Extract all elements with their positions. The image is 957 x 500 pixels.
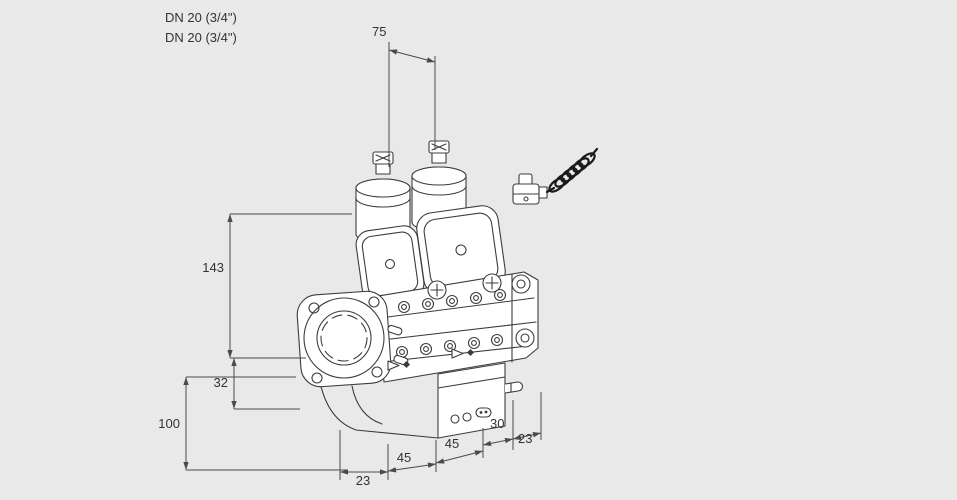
dim-label-45-left: 45	[397, 450, 411, 465]
dim-75	[388, 42, 436, 167]
flow-direction-marks	[387, 348, 475, 371]
dim-label-75: 75	[372, 24, 386, 39]
dim-bottom-23	[339, 430, 389, 480]
left-coil-stem	[375, 163, 391, 175]
valve-illustration	[296, 140, 599, 439]
label-dn-top: DN 20 (3/4")	[165, 10, 237, 25]
dim-30	[482, 400, 514, 450]
flange-bore	[316, 310, 372, 366]
dim-45-left	[387, 440, 437, 473]
dim-label-143: 143	[202, 260, 224, 275]
dim-label-23-right: 23	[518, 431, 532, 446]
coiled-cable	[545, 147, 599, 194]
dim-100	[183, 376, 348, 471]
dimension-lines	[183, 42, 542, 480]
dim-label-45-right: 45	[445, 436, 459, 451]
dim-label-23-bottom: 23	[356, 473, 370, 488]
label-dn-bottom: DN 20 (3/4")	[165, 30, 237, 45]
cable-plug-connector	[512, 173, 548, 205]
lower-body	[319, 381, 439, 439]
flange-bore-outer	[303, 297, 385, 379]
pressure-switch-block	[437, 362, 524, 439]
test-nipple	[504, 381, 524, 394]
inlet-flange	[296, 290, 392, 388]
dim-143	[227, 213, 352, 359]
dim-right-23	[512, 392, 542, 440]
dim-32	[231, 358, 300, 410]
flange-thread	[320, 314, 368, 362]
dim-label-30: 30	[490, 416, 504, 431]
body-bolts	[387, 273, 507, 366]
right-flange-port-top	[511, 274, 531, 294]
right-coil-stem	[431, 152, 447, 164]
dim-label-32: 32	[214, 375, 228, 390]
right-flange-port-bottom	[515, 328, 535, 348]
dim-label-100: 100	[158, 416, 180, 431]
